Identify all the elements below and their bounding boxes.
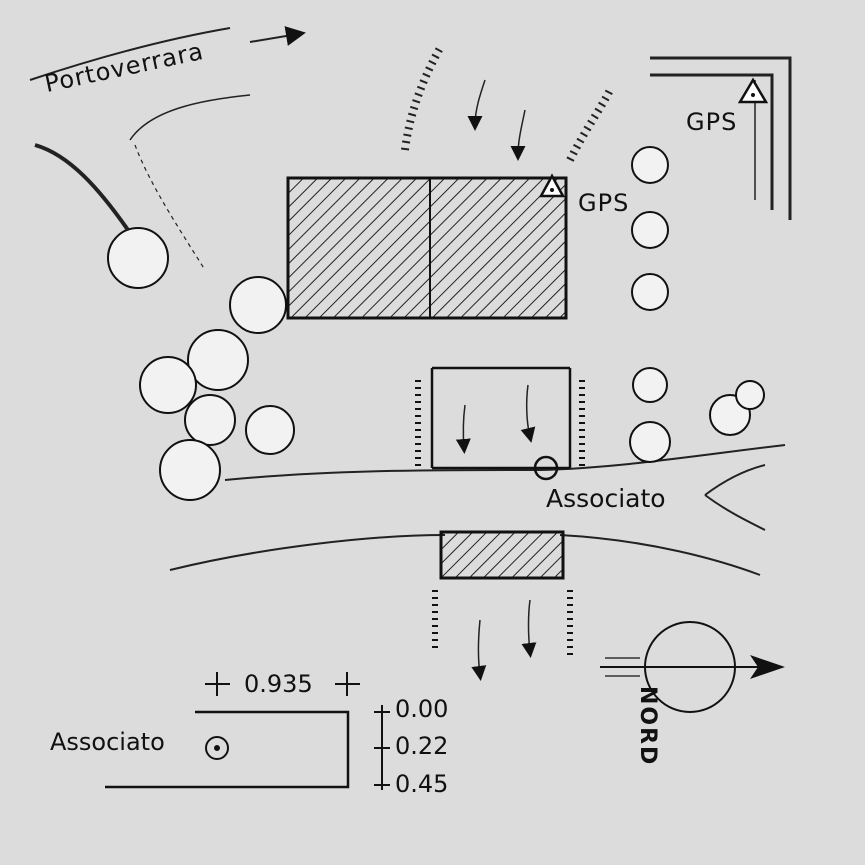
tree-trunk-line: [34, 143, 130, 232]
road-portoverrara: [29, 26, 306, 271]
legend-elevation-1: 0.00: [395, 695, 449, 723]
property-boundary: [650, 56, 792, 220]
gps-marker-corner: [737, 77, 769, 104]
associato-label-map: Associato: [546, 484, 666, 513]
legend-elevation-2: 0.22: [395, 732, 449, 760]
associato-marker: [533, 455, 559, 481]
slope-marks: [401, 46, 614, 162]
legend-drawing: [105, 672, 390, 790]
flow-arrows: [455, 79, 537, 681]
gps-marker-building: [538, 173, 566, 198]
building-main: [286, 176, 568, 320]
trees: [107, 146, 765, 501]
road-main: [169, 444, 786, 576]
gps-label-building: GPS: [578, 189, 630, 217]
north-arrow: [600, 621, 785, 713]
legend-associato-label: Associato: [50, 728, 165, 756]
north-label: NORD: [635, 686, 660, 767]
gps-label-corner: GPS: [686, 108, 738, 136]
legend-elevation-3: 0.45: [395, 770, 449, 798]
building-south: [439, 530, 565, 580]
courtyard: [415, 366, 585, 655]
legend-scale-value: 0.935: [244, 670, 313, 698]
